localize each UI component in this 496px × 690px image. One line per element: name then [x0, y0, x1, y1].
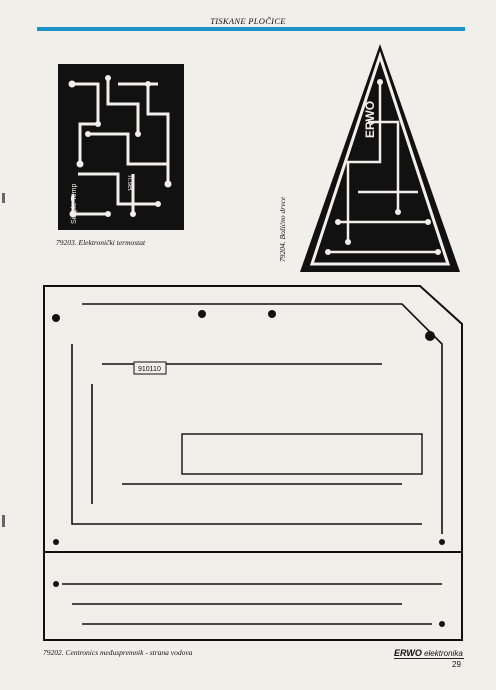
binding-mark — [2, 193, 5, 203]
thermo-board-label-2: Ti.set — [126, 174, 133, 191]
page-header-title: TISKANE PLOČICE — [210, 16, 286, 26]
centronics-board-code: 910110 — [138, 366, 161, 373]
header-rule — [37, 27, 465, 31]
figure-caption: 79202. Centronics međuspremnik - strana … — [43, 648, 193, 657]
figure-caption: 79204. Božićno drvce — [278, 196, 287, 262]
pcb-centronics: 910110 — [43, 285, 463, 641]
figure-caption: 79203. Elektronički termostat — [56, 238, 146, 247]
faded-background-text — [40, 62, 47, 90]
thermo-board-label: Simple Temp — [71, 184, 78, 224]
binding-mark — [2, 515, 5, 527]
footer-brand: ERWO elektronika — [394, 648, 463, 658]
tree-board-label: ERWO — [363, 101, 377, 138]
page-number: 29 — [452, 660, 461, 669]
brand-rest: elektronika — [424, 649, 463, 658]
footer-rule — [394, 658, 464, 659]
brand-bold: ERWO — [394, 648, 422, 658]
pcb-thermostat: Simple Temp Ti.set — [58, 64, 184, 230]
pcb-christmas-tree: ERWO — [300, 44, 460, 272]
